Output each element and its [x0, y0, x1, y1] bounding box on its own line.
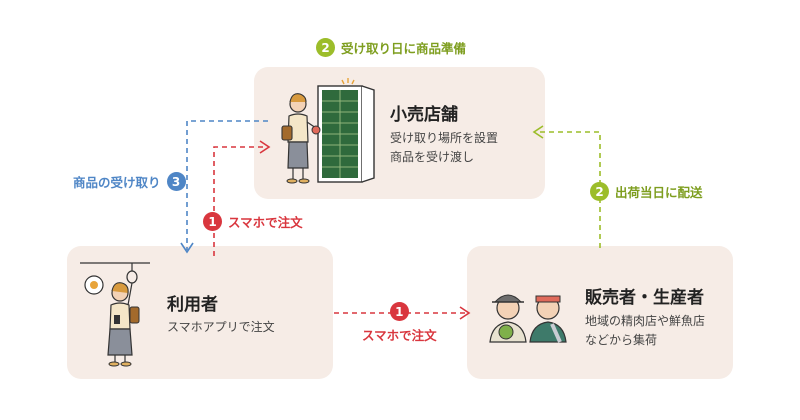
seller-title: 販売者・生産者 [585, 288, 704, 308]
user-person-icon [107, 282, 140, 367]
shop-desc: 受け取り場所を設置 商品を受け渡し [390, 129, 498, 167]
farmer-icon [489, 294, 527, 343]
thought-bubble-icon [84, 275, 104, 295]
shop-illustration [281, 78, 375, 184]
user-desc-line-1: スマホアプリで注文 [167, 320, 275, 334]
user-title: 利用者 [167, 295, 218, 315]
deliver-badge: 2 [590, 182, 609, 201]
deliver-text: 出荷当日に配送 [615, 185, 703, 200]
shop-person-icon [281, 93, 321, 184]
shop-title: 小売店舗 [390, 105, 458, 125]
seller-desc-line-2: などから集荷 [585, 333, 658, 347]
user-illustration [80, 262, 150, 367]
shop-desc-line-2: 商品を受け渡し [390, 150, 475, 164]
seller-desc: 地域の精肉店や鮮魚店 などから集荷 [585, 312, 705, 350]
order-seller-badge: 1 [389, 302, 409, 321]
fishmonger-icon [529, 295, 567, 343]
pickup-arrow [186, 120, 268, 250]
pickup-label: 商品の受け取り 3 [73, 172, 186, 191]
prepare-label: 2 受け取り日に商品準備 [316, 38, 466, 57]
deliver-arrow [536, 131, 601, 248]
shop-desc-line-1: 受け取り場所を設置 [390, 131, 499, 145]
prepare-badge: 2 [316, 38, 335, 57]
pickup-badge: 3 [166, 172, 186, 191]
order-seller-text: スマホで注文 [362, 328, 437, 343]
prepare-text: 受け取り日に商品準備 [341, 41, 467, 56]
deliver-label: 2 出荷当日に配送 [590, 182, 703, 201]
locker-icon [317, 78, 375, 183]
order-shop-arrow [213, 146, 267, 256]
order-shop-label: 1 スマホで注文 [203, 212, 303, 231]
order-shop-badge: 1 [203, 212, 222, 231]
seller-illustration [489, 294, 567, 343]
order-shop-text: スマホで注文 [228, 215, 303, 230]
order-seller-label: 1 スマホで注文 [362, 302, 437, 344]
user-desc: スマホアプリで注文 [167, 318, 275, 337]
pickup-text: 商品の受け取り [73, 175, 161, 190]
seller-desc-line-1: 地域の精肉店や鮮魚店 [585, 314, 706, 328]
